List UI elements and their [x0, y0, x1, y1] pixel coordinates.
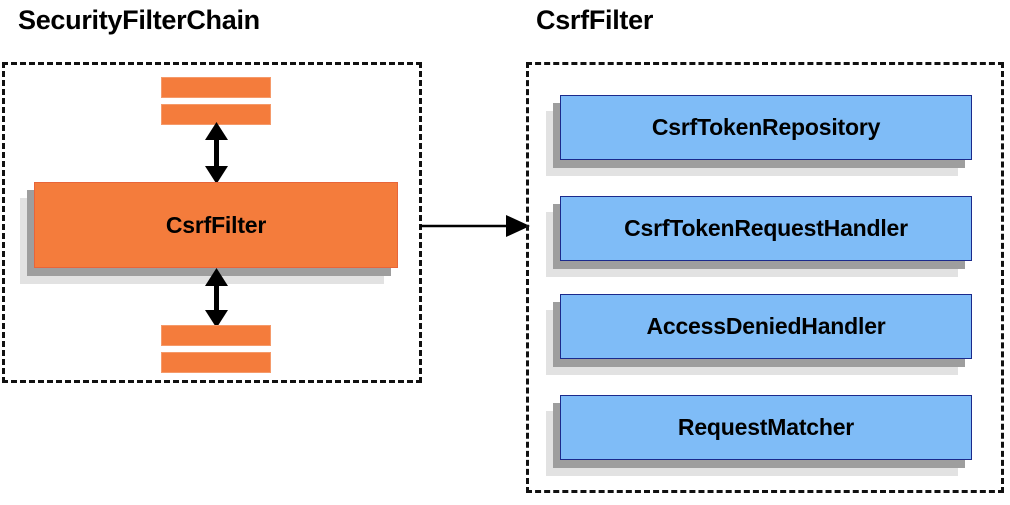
page-title-security-filter-chain: SecurityFilterChain — [18, 5, 260, 35]
filter-bar-bottom-2 — [161, 352, 271, 373]
node-requestmatcher[interactable]: RequestMatcher — [546, 395, 972, 476]
node-label-csrftokenrequesthandler: CsrfTokenRequestHandler — [624, 215, 908, 241]
node-face: CsrfTokenRequestHandler — [560, 196, 972, 261]
node-label-requestmatcher: RequestMatcher — [677, 414, 855, 440]
page-title-csrf-filter: CsrfFilter — [536, 5, 654, 35]
node-label-csrffilter: CsrfFilter — [165, 211, 267, 238]
filter-bar-bottom-1 — [161, 325, 271, 346]
node-csrftokenrequesthandler[interactable]: CsrfTokenRequestHandler — [546, 196, 972, 277]
node-face: CsrfFilter — [34, 182, 398, 268]
node-face: CsrfTokenRepository — [560, 95, 972, 160]
arrow-up-down-below-csrffilter — [205, 268, 228, 328]
csrf-filter-collaborators-container — [526, 62, 1004, 493]
arrow-up-down-above-csrffilter — [205, 122, 228, 184]
node-face: AccessDeniedHandler — [560, 294, 972, 359]
node-accessdeniedhandler[interactable]: AccessDeniedHandler — [546, 294, 972, 375]
node-face: RequestMatcher — [560, 395, 972, 460]
node-csrftokenrepository[interactable]: CsrfTokenRepository — [546, 95, 972, 176]
node-csrffilter[interactable]: CsrfFilter — [20, 182, 398, 284]
arrow-left-panel-to-right-panel — [420, 215, 530, 237]
filter-bar-top-1 — [161, 77, 271, 98]
node-label-accessdeniedhandler: AccessDeniedHandler — [646, 313, 886, 339]
node-label-csrftokenrepository: CsrfTokenRepository — [651, 114, 881, 140]
security-filter-chain-container — [2, 62, 422, 383]
